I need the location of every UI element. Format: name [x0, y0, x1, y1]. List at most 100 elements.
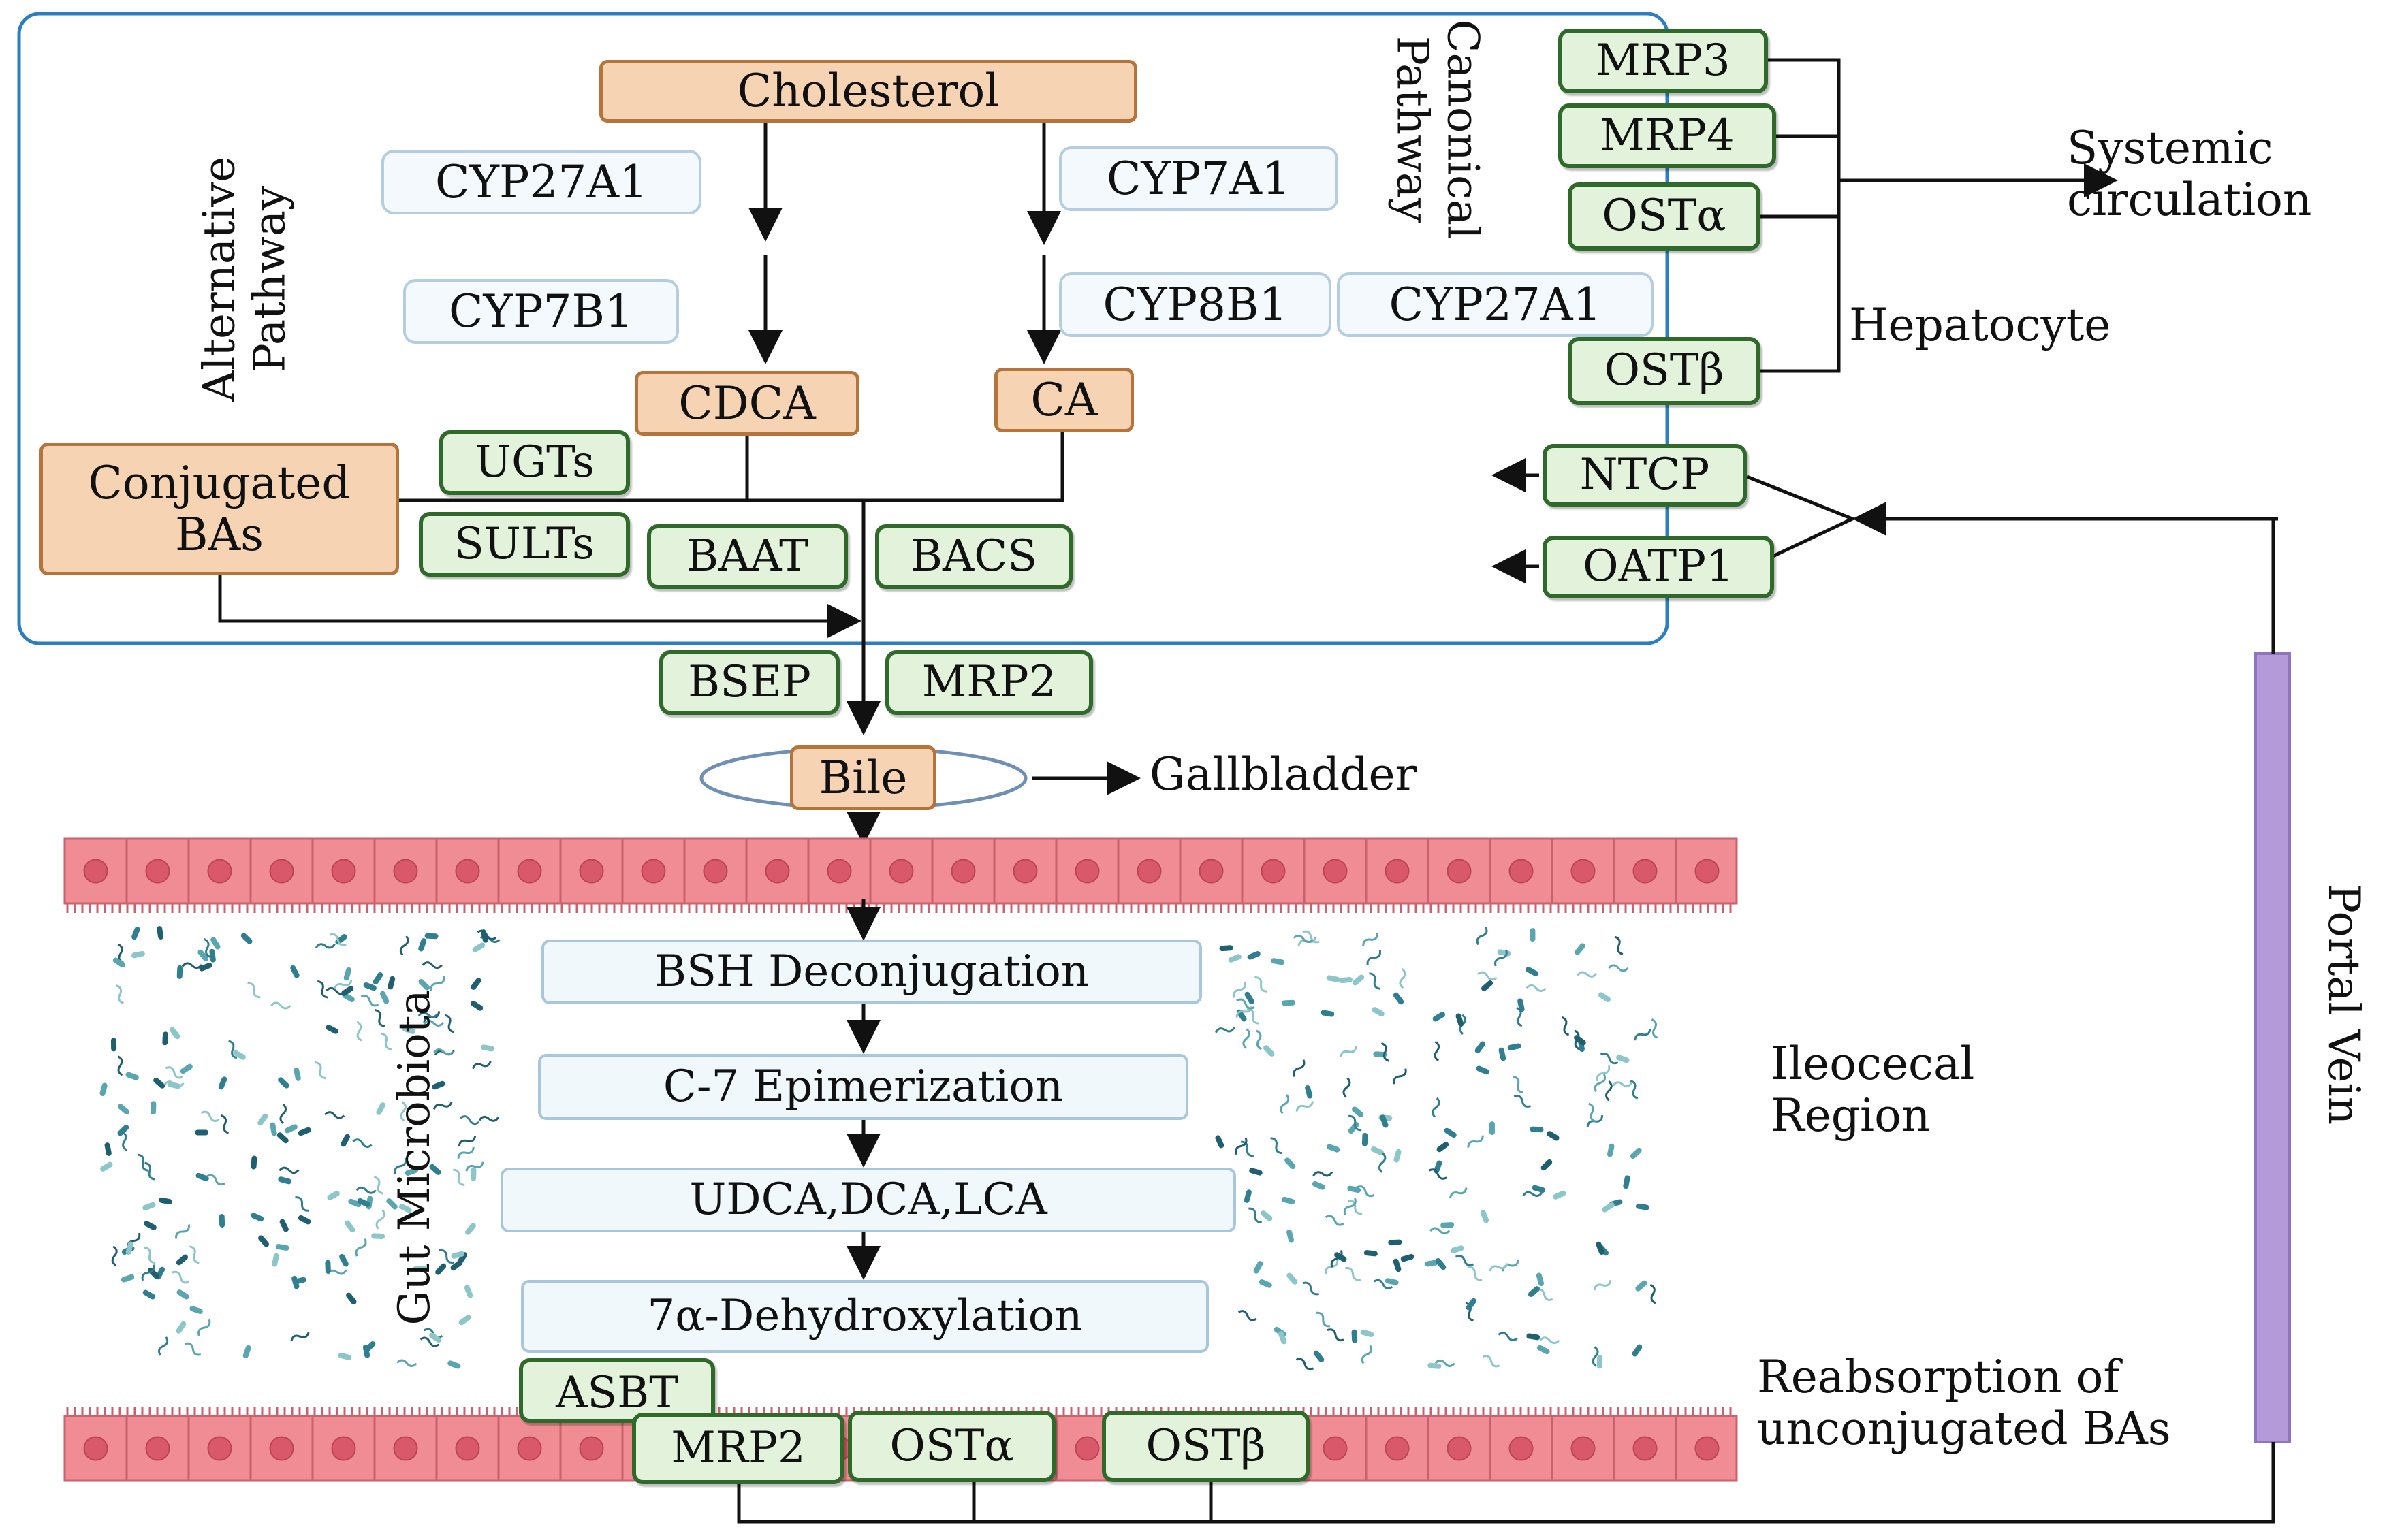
bacterium: [464, 1285, 473, 1298]
bacterium: [1536, 1345, 1550, 1355]
ost-alpha-gut-box: OSTα: [848, 1411, 1056, 1482]
bacterium: [371, 1233, 385, 1239]
gallbladder-label: Gallbladder: [1150, 748, 1417, 801]
bacterium: [1444, 1127, 1457, 1138]
cell-nucleus: [1075, 859, 1100, 884]
bacterium: [1278, 1331, 1287, 1345]
bacterium: [1270, 1137, 1282, 1155]
bacterium: [276, 1132, 289, 1144]
c7-epimerization-step: C-7 Epimerization: [538, 1054, 1188, 1120]
bacterium: [412, 1265, 426, 1272]
bacterium: [1540, 1159, 1553, 1171]
bacterium: [1602, 1202, 1615, 1213]
conjugation-lines: [218, 429, 1064, 735]
bacterium: [1607, 1143, 1615, 1157]
bacterium: [1366, 950, 1381, 965]
bacterium: [197, 949, 209, 961]
bacterium: [1372, 1007, 1385, 1017]
ost-alpha-liver-box: OSTα: [1568, 182, 1760, 251]
bacterium: [1522, 1191, 1543, 1197]
bacterium: [1302, 930, 1320, 944]
bacterium: [315, 1061, 326, 1080]
bacterium: [471, 978, 481, 990]
bacterium: [1388, 1239, 1402, 1246]
ntcp-box: NTCP: [1543, 444, 1747, 507]
cell-nucleus: [1385, 859, 1410, 884]
bacterium: [1451, 1245, 1464, 1253]
bacterium: [341, 986, 354, 996]
bacterium: [1242, 1028, 1250, 1049]
bacterium: [317, 980, 328, 999]
bacterium: [1316, 1311, 1331, 1328]
cell-nucleus: [1570, 859, 1596, 884]
cell-nucleus: [1508, 1436, 1534, 1461]
bacterium: [110, 1038, 117, 1052]
bacterium: [1513, 1095, 1531, 1108]
bacterium: [295, 1196, 309, 1212]
bacterium: [374, 1008, 385, 1027]
bacterium: [1526, 1333, 1540, 1341]
cell-nucleus: [1447, 1436, 1472, 1461]
bacterium: [1370, 1146, 1384, 1155]
bacterium: [405, 1167, 418, 1176]
bacterium: [458, 1315, 471, 1326]
conjugated-bas-node: Conjugated BAs: [39, 443, 399, 575]
bacterium: [290, 965, 300, 978]
bacterium: [348, 1198, 362, 1208]
bacterium: [1594, 1074, 1607, 1092]
bacterium: [451, 1251, 465, 1259]
bacterium: [142, 1202, 156, 1211]
bacterium: [1497, 949, 1511, 957]
bsep-box: BSEP: [659, 650, 840, 715]
bacterium: [1632, 1344, 1643, 1357]
bacterium: [1302, 1281, 1319, 1296]
cyp7b1-enzyme: CYP7B1: [403, 279, 679, 344]
bacterium: [429, 1332, 442, 1343]
bacterium: [356, 1021, 362, 1042]
bacterium: [402, 1026, 416, 1034]
bacterium: [400, 1101, 407, 1122]
bacterium: [472, 942, 486, 952]
portal-vein-label: Portal Vein: [2318, 883, 2369, 1125]
bacterium: [1344, 1267, 1361, 1281]
cell-nucleus: [1199, 859, 1224, 884]
bacterium: [1215, 1135, 1224, 1149]
bacterium: [1593, 1279, 1612, 1291]
bacterium: [1293, 1059, 1306, 1077]
bacterium: [1254, 976, 1268, 993]
bacterium: [394, 1157, 407, 1175]
reabsorption-lines: [737, 1442, 2275, 1524]
cell-nucleus: [703, 859, 728, 884]
cell-nucleus: [83, 1436, 108, 1461]
bacterium: [292, 1277, 306, 1285]
bacterium: [1425, 1260, 1439, 1267]
mrp2-liver-box: MRP2: [885, 650, 1093, 715]
bacterium: [478, 1115, 499, 1122]
synthesis-arrows: [748, 123, 1061, 364]
bacterium: [278, 1176, 292, 1185]
bacterium: [445, 1014, 455, 1033]
bacterium: [125, 1072, 139, 1080]
bacterium: [1608, 964, 1629, 972]
cell-nucleus: [455, 859, 480, 884]
bacterium: [373, 1176, 384, 1195]
bacterium: [1530, 1126, 1544, 1133]
cell-nucleus: [145, 1436, 170, 1461]
bacterium: [1598, 992, 1611, 1002]
bacterium: [1434, 1359, 1455, 1368]
cell-nucleus: [1447, 859, 1472, 884]
bacterium: [465, 1161, 484, 1172]
bacterium: [176, 965, 183, 979]
bacterium: [180, 1063, 193, 1074]
cell-nucleus: [331, 1436, 356, 1461]
bacterium: [290, 1332, 310, 1341]
bacterium: [1596, 1355, 1603, 1369]
cholesterol-node: Cholesterol: [599, 60, 1137, 123]
cell-nucleus: [83, 859, 108, 884]
bacterium: [189, 1245, 200, 1264]
bacterium: [1342, 1077, 1351, 1098]
bacterium: [1440, 1222, 1455, 1228]
oatp1-box: OATP1: [1543, 536, 1774, 598]
cell-nucleus: [517, 1436, 542, 1461]
bacterium: [417, 1011, 439, 1018]
